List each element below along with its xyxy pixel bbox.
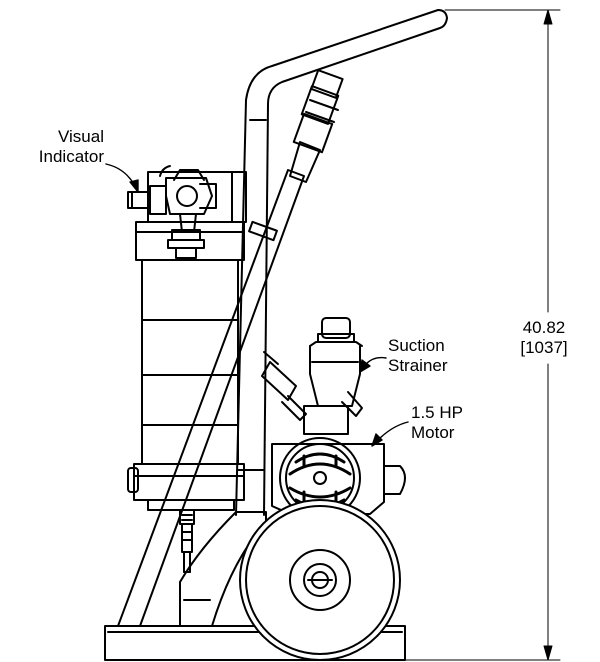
suction-strainer-label-line2: Strainer: [388, 356, 448, 375]
suction-wand: [118, 70, 343, 626]
suction-strainer-label: Suction Strainer: [388, 336, 448, 376]
visual-indicator-label-line1: Visual: [58, 127, 104, 146]
visual-indicator-label: Visual Indicator: [8, 127, 104, 167]
callout-leaders: [106, 164, 408, 446]
overall-height-mm: [1037]: [520, 338, 568, 357]
suction-strainer: [262, 318, 362, 420]
motor-label: 1.5 HP Motor: [411, 403, 463, 443]
cart-frame: [236, 10, 447, 515]
overall-height-inches: 40.82: [522, 318, 566, 337]
motor-label-line1: 1.5 HP: [411, 403, 463, 422]
wheel: [240, 500, 400, 660]
motor-label-line2: Motor: [411, 423, 455, 442]
overall-height-dimension: [400, 10, 560, 660]
filter-housing: [128, 172, 246, 572]
suction-strainer-label-line1: Suction: [388, 336, 445, 355]
overall-height-label: 40.82 [1037]: [504, 318, 584, 358]
visual-indicator-label-line2: Indicator: [38, 147, 104, 166]
visual-indicator: [128, 166, 216, 232]
motor: [272, 406, 405, 518]
